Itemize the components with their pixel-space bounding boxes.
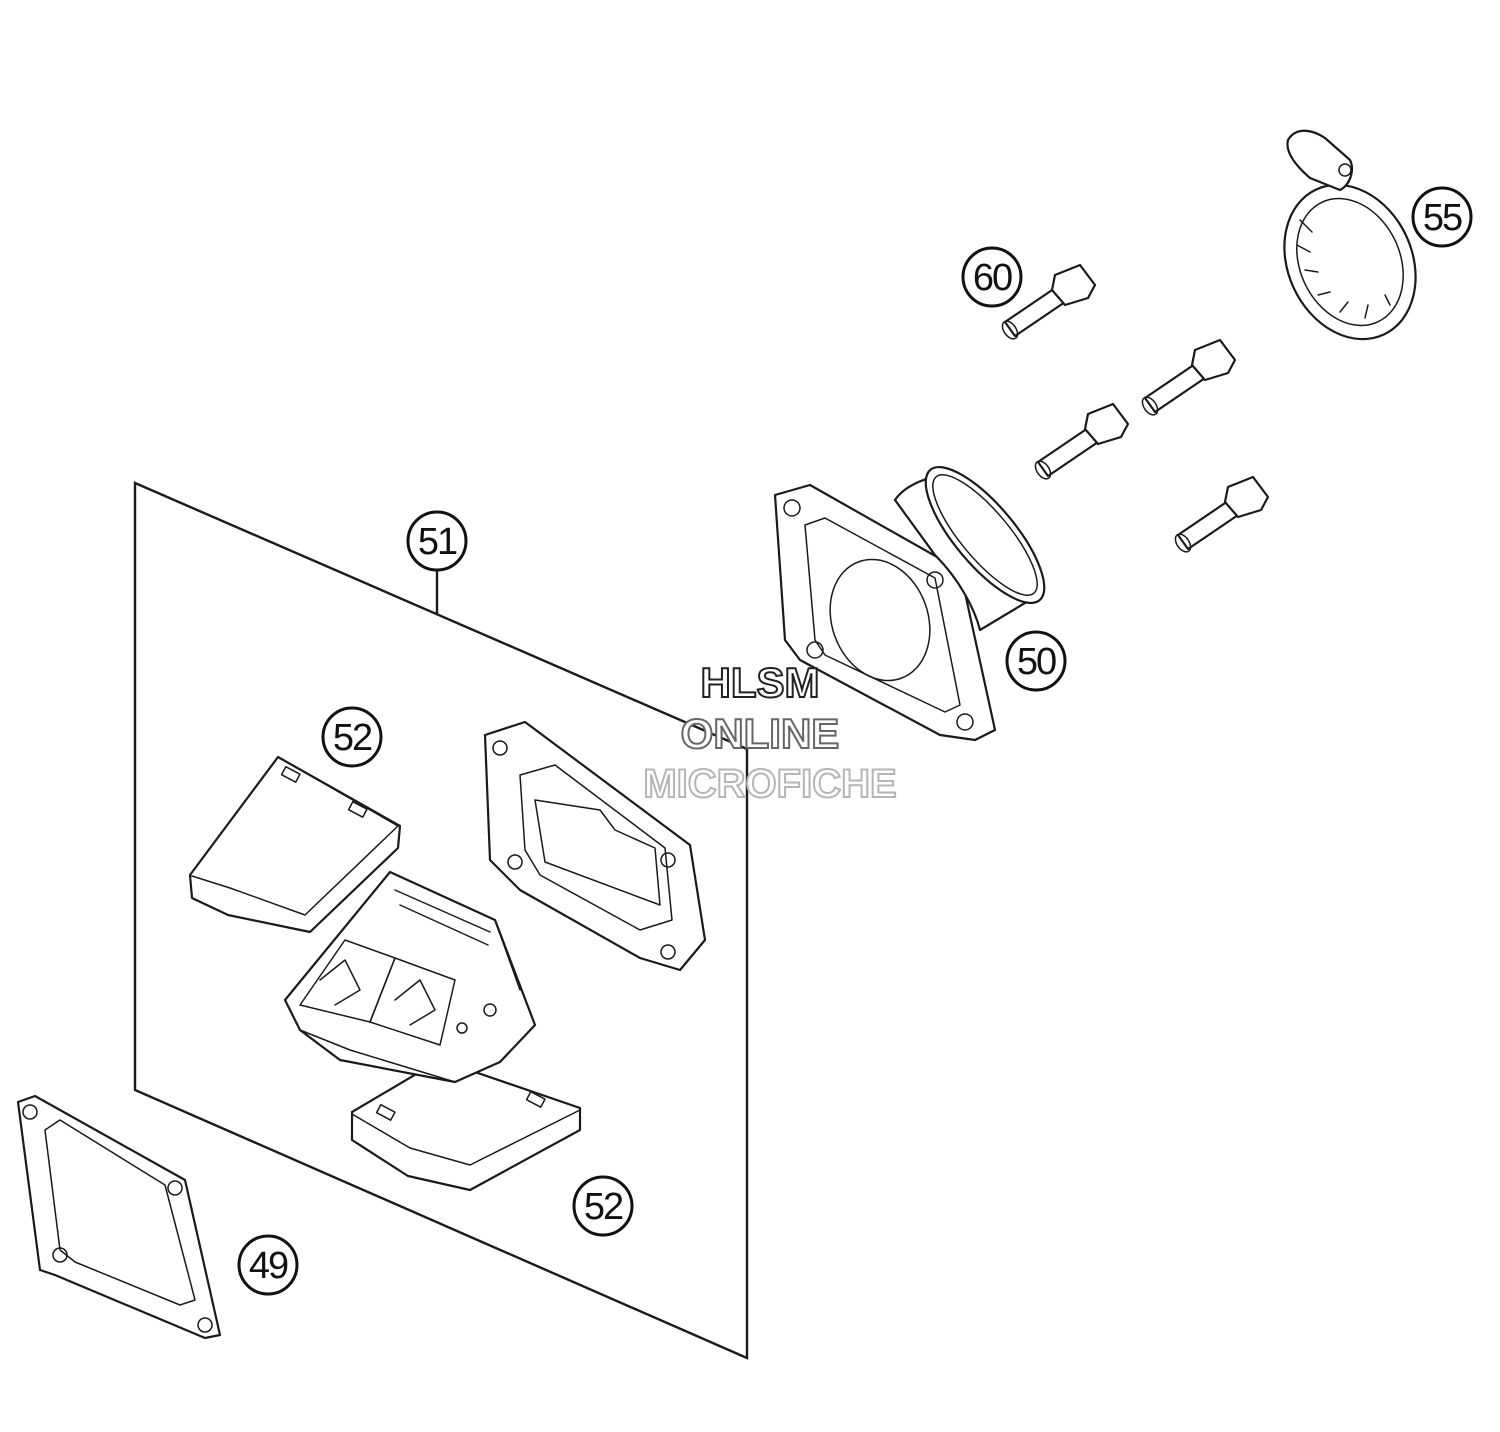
reed-kit-panel [133,481,749,1360]
hose-clamp-55 [1283,129,1417,341]
reed-cage [283,870,537,1084]
reed-block-housing [483,720,707,972]
callout-52-upper-label: 52 [333,717,372,759]
bolt-60-d [1174,475,1270,553]
bolt-60-c [1034,402,1130,480]
callout-50: 50 [1005,630,1067,692]
callout-50-label: 50 [1017,641,1056,683]
callout-55: 55 [1411,186,1473,248]
callout-52-lower: 52 [572,1175,634,1237]
callout-49: 49 [237,1234,299,1296]
bolt-60-b [1141,338,1237,416]
intake-flange-50 [773,465,1046,742]
callout-49-label: 49 [249,1245,288,1287]
callout-51-label: 51 [418,521,457,563]
callout-52-upper: 52 [321,706,383,768]
watermark-line-3: MICROFICHE [642,762,897,806]
reed-petal-upper [188,755,402,934]
watermark-line-2: ONLINE [680,710,841,757]
reed-petal-lower [350,1058,582,1192]
bolt-60-a [1001,263,1097,340]
callout-51: 51 [406,510,468,572]
callout-52-lower-label: 52 [584,1186,623,1228]
callout-60-label: 60 [973,257,1012,299]
watermark-line-1: HLSM [700,659,821,706]
gasket-49 [16,1094,222,1340]
callout-60: 60 [961,246,1023,308]
callout-55-label: 55 [1423,197,1462,239]
